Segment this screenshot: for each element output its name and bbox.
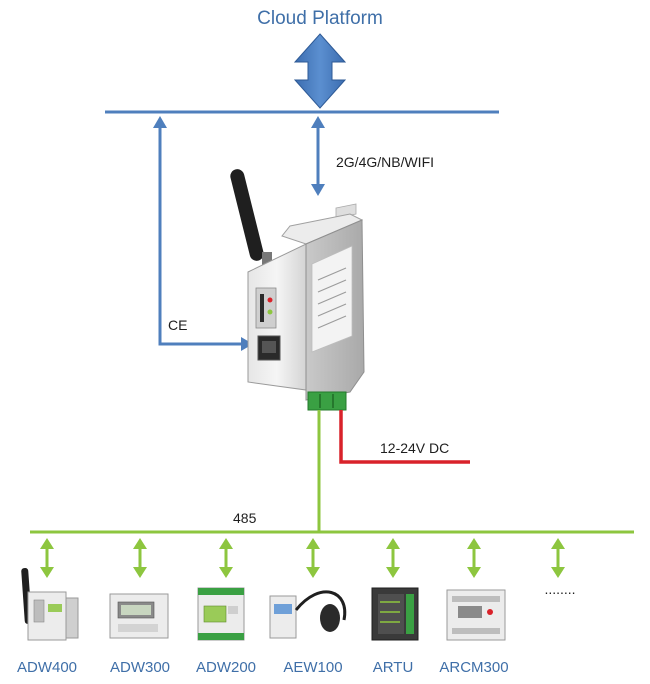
drop-arrow [40,538,54,578]
device-label-artu: ARTU [373,659,414,676]
ce-connection-line [153,116,253,351]
cloud-double-arrow-icon [293,33,347,109]
arcm300-device-icon [446,589,506,641]
device-drop-arrows [40,538,565,578]
device-label-adw400: ADW400 [17,659,77,676]
device-label-adw300: ADW300 [110,659,170,676]
drop-arrow [551,538,565,578]
drop-arrow [306,538,320,578]
adw300-meter-icon [109,593,169,639]
aew100-sensor-icon [269,590,347,639]
adw200-meter-icon [197,587,245,641]
gateway-device-icon [230,169,365,411]
power-line [339,410,470,464]
drop-arrow [219,538,233,578]
wireless-label: 2G/4G/NB/WIFI [336,154,434,170]
wireless-connection-line [311,116,325,196]
more-devices-ellipsis: ........ [544,581,575,597]
ce-label: CE [168,317,187,333]
power-label: 12-24V DC [380,440,449,456]
artu-module-icon [371,587,419,641]
adw400-device-icon [21,567,79,641]
rs485-label: 485 [233,510,257,526]
drop-arrow [467,538,481,578]
drop-arrow [133,538,147,578]
device-label-arcm300: ARCM300 [439,659,508,676]
device-label-adw200: ADW200 [196,659,256,676]
cloud-platform-title: Cloud Platform [257,8,383,29]
device-label-aew100: AEW100 [283,659,342,676]
drop-arrow [386,538,400,578]
